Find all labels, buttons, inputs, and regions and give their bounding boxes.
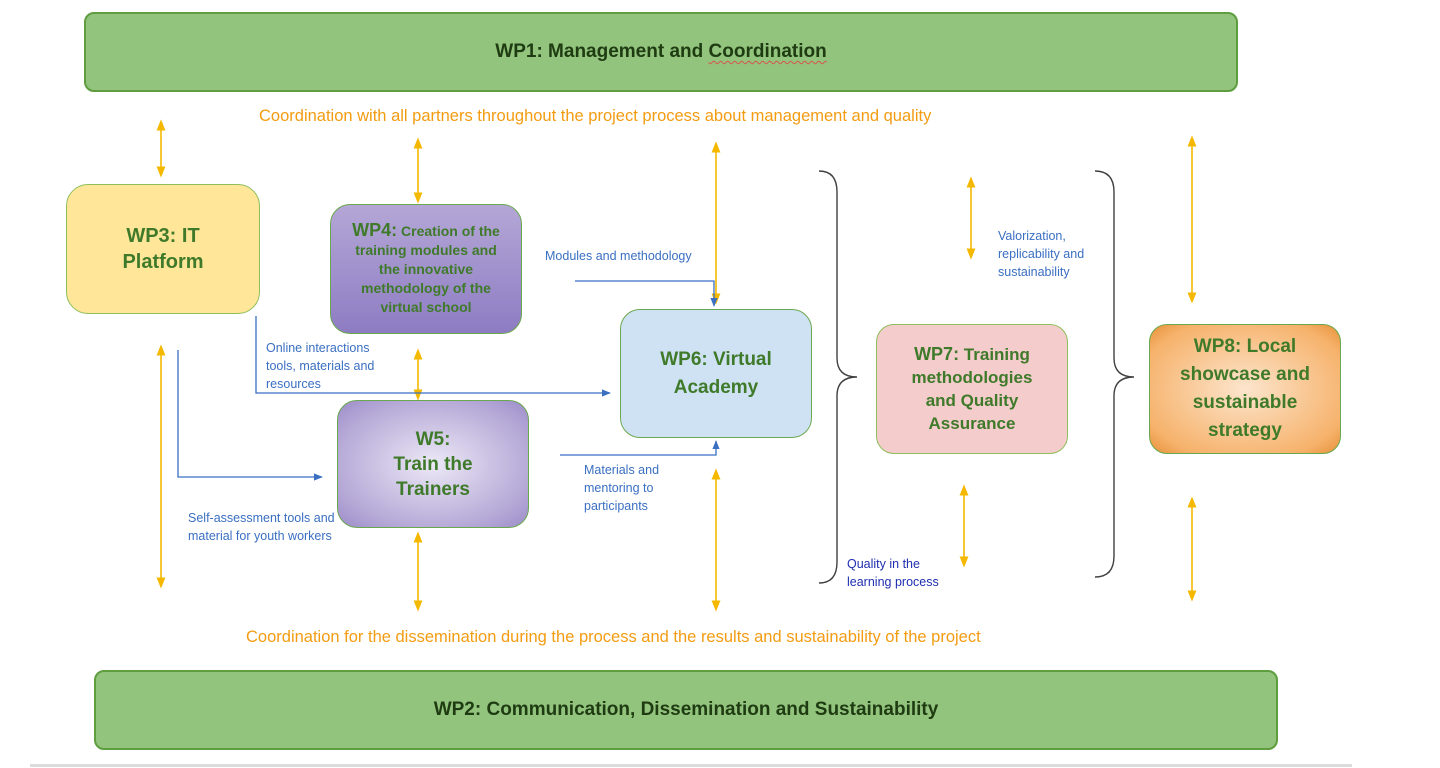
wp7-label-head: WP7: (914, 344, 960, 364)
wp4-label-head: WP4: (352, 220, 398, 240)
note-online-2: tools, materials and (266, 359, 375, 373)
note-valorization: Valorization, replicability and sustaina… (998, 227, 1084, 281)
wp6-label: WP6: Virtual Academy (660, 348, 772, 398)
wp1-label-underlined: Coordination (708, 41, 827, 62)
wp6-box: WP6: Virtual Academy (620, 309, 812, 438)
wp4-label-rest: Creation of the training modules and the… (355, 223, 500, 315)
note-modules: Modules and methodology (545, 249, 692, 263)
note-self-assessment: Self-assessment tools and material for y… (188, 509, 335, 545)
top-caption: Coordination with all partners throughou… (259, 107, 932, 125)
wp7-label: WP7: Training methodologies and Quality … (895, 343, 1049, 435)
wp5-label: W5: Train the Trainers (393, 427, 472, 502)
wp5-box: W5: Train the Trainers (337, 400, 529, 528)
wp5-line2: Train the (393, 453, 473, 475)
note-online-1: Online interactions (266, 341, 370, 355)
note-valor-1: Valorization, (998, 229, 1066, 243)
note-materials: Materials and mentoring to participants (584, 461, 659, 515)
connector-wp3-wp5 (177, 350, 323, 481)
brace-wp7-wp8 (1094, 170, 1135, 578)
wp1-label: WP1: Management and (495, 41, 709, 62)
wp8-box: WP8: Local showcase and sustainable stra… (1149, 324, 1341, 454)
note-self-2: material for youth workers (188, 529, 332, 543)
wp7-box: WP7: Training methodologies and Quality … (876, 324, 1068, 454)
note-quality: Quality in the learning process (847, 555, 939, 591)
wp3-label: WP3: IT Platform (122, 225, 204, 273)
wp2-label: WP2: Communication, Dissemination and Su… (433, 699, 939, 720)
wp8-label: WP8: Local showcase and sustainable stra… (1180, 336, 1310, 441)
note-quality-1: Quality in the (847, 557, 920, 571)
wp4-box: WP4: Creation of the training modules an… (330, 204, 522, 334)
note-materials-1: Materials and (584, 463, 660, 477)
wp2-box: WP2: Communication, Dissemination and Su… (94, 670, 1278, 750)
note-valor-2: replicability and (998, 247, 1085, 261)
wp4-label: WP4: Creation of the training modules an… (343, 221, 509, 317)
wp3-box: WP3: IT Platform (66, 184, 260, 314)
connector-wp5-wp6 (560, 440, 720, 456)
note-materials-3: participants (584, 499, 648, 513)
note-self-1: Self-assessment tools and (188, 511, 335, 525)
connector-wp4-wp6 (575, 280, 718, 307)
bottom-divider (30, 764, 1352, 767)
wp7-label-rest: Training methodologies and Quality Assur… (911, 345, 1033, 433)
wp5-line3: Trainers (396, 478, 470, 500)
connector-wp3-wp6 (255, 316, 611, 397)
note-online-3: resources (266, 377, 321, 391)
note-quality-2: learning process (847, 575, 939, 589)
note-online: Online interactions tools, materials and… (266, 339, 374, 393)
bottom-caption: Coordination for the dissemination durin… (246, 628, 981, 646)
wp1-box: WP1: Management and Coordination (84, 12, 1238, 92)
wp5-line1: W5: (415, 428, 451, 450)
note-materials-2: mentoring to (584, 481, 654, 495)
note-valor-3: sustainability (998, 265, 1070, 279)
brace-wp6-wp7 (818, 170, 858, 584)
